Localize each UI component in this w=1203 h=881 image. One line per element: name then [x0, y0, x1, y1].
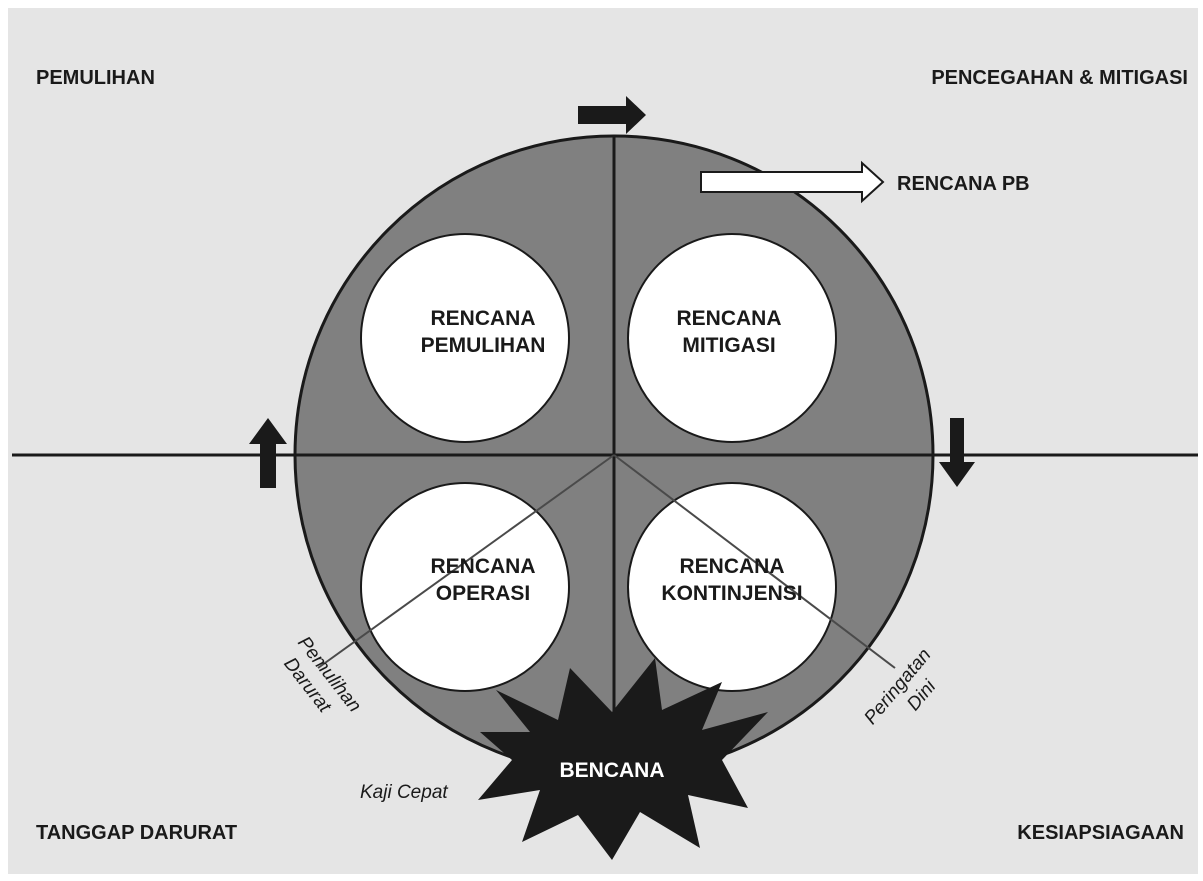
rencana-pb-arrow — [700, 160, 885, 204]
plan-circle-mitigasi — [627, 233, 837, 443]
quadrant-label-kesiapsiagaan: KESIAPSIAGAAN — [1017, 822, 1184, 844]
plan-kontinjensi-line1: RENCANA — [680, 555, 785, 578]
peringatan-dini-line — [613, 454, 896, 669]
cycle-arrow-right — [578, 96, 646, 134]
plan-mitigasi-line2: MITIGASI — [682, 334, 775, 357]
plan-mitigasi-line1: RENCANA — [677, 307, 782, 330]
bencana-label: BENCANA — [560, 759, 665, 782]
plan-kontinjensi-line2: KONTINJENSI — [661, 582, 802, 605]
plan-circle-operasi — [360, 482, 570, 692]
plan-circle-kontinjensi — [627, 482, 837, 692]
cycle-arrow-up — [249, 418, 287, 488]
plan-pemulihan-line2: PEMULIHAN — [421, 334, 546, 357]
plan-circle-pemulihan — [360, 233, 570, 443]
quadrant-label-pencegahan-mitigasi: PENCEGAHAN & MITIGASI — [931, 67, 1188, 89]
pemulihan-darurat-line — [317, 454, 615, 669]
plan-operasi-line1: RENCANA — [431, 555, 536, 578]
plan-operasi-line2: OPERASI — [436, 582, 531, 605]
cycle-arrow-down — [939, 418, 975, 487]
rencana-pb-label: RENCANA PB — [897, 173, 1030, 195]
quadrant-label-tanggap-darurat: TANGGAP DARURAT — [36, 822, 237, 844]
quadrant-label-pemulihan: PEMULIHAN — [36, 67, 155, 89]
kaji-cepat-label: Kaji Cepat — [360, 782, 448, 803]
disaster-burst — [478, 658, 768, 860]
plan-pemulihan-line1: RENCANA — [431, 307, 536, 330]
